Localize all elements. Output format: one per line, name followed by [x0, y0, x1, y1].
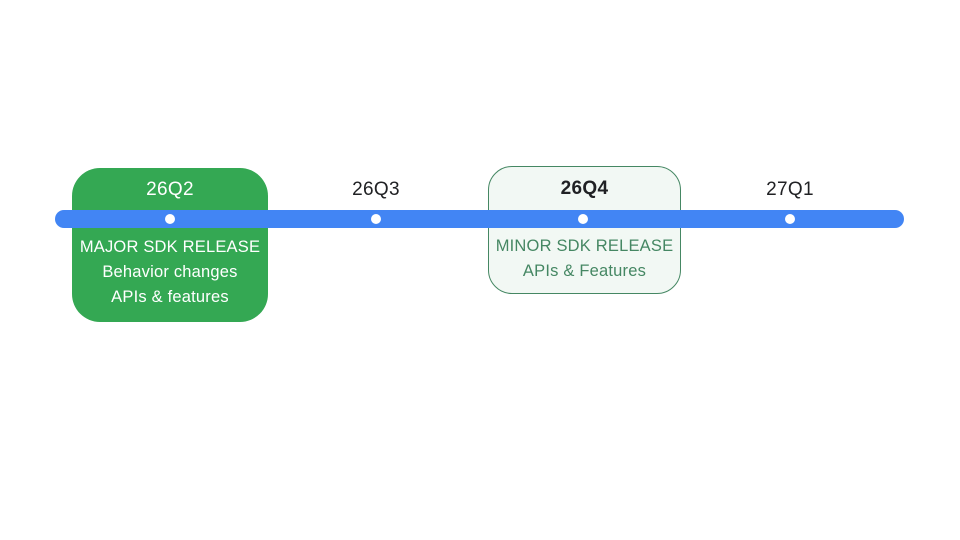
milestone-detail-line: Behavior changes	[102, 263, 238, 281]
milestone-card-major-26q2: 26Q2 MAJOR SDK RELEASE Behavior changes …	[72, 168, 268, 322]
timeline-dot-26q3	[371, 214, 381, 224]
timeline-dot-26q4	[578, 214, 588, 224]
milestone-detail-line: APIs & Features	[522, 262, 647, 280]
timeline-bar	[55, 210, 904, 228]
milestone-label-26q2: 26Q2	[146, 179, 194, 200]
timeline-dot-27q1	[785, 214, 795, 224]
milestone-detail-line: MINOR SDK RELEASE	[495, 237, 674, 255]
milestone-detail-line: MAJOR SDK RELEASE	[79, 238, 261, 256]
milestone-card-minor-26q4: 26Q4 MINOR SDK RELEASE APIs & Features	[488, 166, 681, 294]
timeline-dot-26q2	[165, 214, 175, 224]
milestone-label-27q1: 27Q1	[766, 179, 814, 200]
milestone-detail-line: APIs & features	[111, 288, 229, 306]
milestone-label-26q4: 26Q4	[560, 178, 609, 199]
milestone-details-26q2: MAJOR SDK RELEASE Behavior changes APIs …	[72, 235, 268, 310]
milestone-label-26q3: 26Q3	[352, 179, 400, 200]
milestone-details-26q4: MINOR SDK RELEASE APIs & Features	[489, 234, 680, 284]
